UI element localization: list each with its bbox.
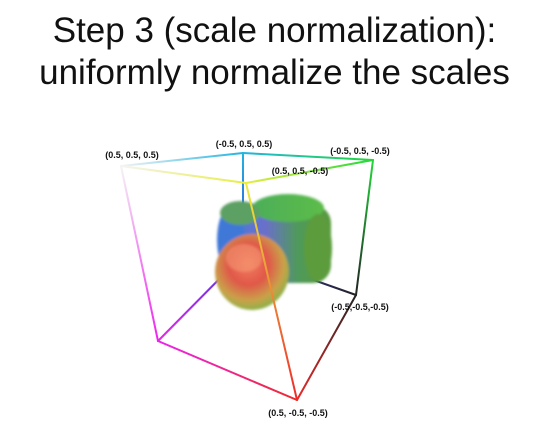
cube-edge-left-vertical bbox=[120, 165, 159, 342]
cube-edge-front-vertical bbox=[245, 182, 298, 401]
cube-edge-bottom-front-right bbox=[296, 294, 357, 401]
cube-edge-top-left-front bbox=[120, 165, 247, 184]
camera-point-cloud bbox=[215, 194, 332, 310]
corner-label-c6: (0.5, -0.5, -0.5) bbox=[268, 408, 328, 418]
camera-flash-bump bbox=[252, 194, 324, 222]
title-line-1: Step 3 (scale normalization): bbox=[52, 11, 497, 50]
cube-edge-top-back bbox=[120, 152, 244, 167]
cube-edge-right-vertical bbox=[355, 159, 374, 296]
cube-edge-top-front bbox=[245, 159, 374, 184]
corner-label-c1: (0.5, 0.5, 0.5) bbox=[105, 150, 159, 160]
cube-edge-top-right bbox=[242, 152, 374, 161]
camera-top-left bbox=[220, 201, 260, 225]
corner-label-c5: (-0.5,-0.5,-0.5) bbox=[331, 302, 389, 312]
slide-title: Step 3 (scale normalization): uniformly … bbox=[0, 10, 549, 94]
corner-label-c4: (0.5, 0.5, -0.5) bbox=[272, 166, 329, 176]
corner-label-c2: (-0.5, 0.5, 0.5) bbox=[216, 139, 273, 149]
title-line-2: uniformly normalize the scales bbox=[39, 53, 510, 92]
camera-right-side bbox=[304, 214, 332, 282]
camera-lens bbox=[215, 234, 289, 310]
corner-label-c3: (-0.5, 0.5, -0.5) bbox=[330, 146, 390, 156]
cube-edge-bottom-front-left bbox=[157, 340, 298, 401]
camera-lens-highlight bbox=[226, 244, 262, 272]
